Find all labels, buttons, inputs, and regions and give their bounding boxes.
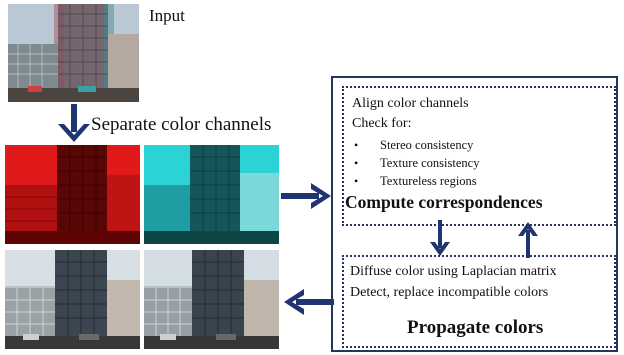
arrow-right-icon	[281, 183, 331, 209]
compute-line-2: Check for:	[352, 116, 412, 131]
propagate-line-2: Detect, replace incompatible colors	[350, 285, 549, 300]
result-image-2	[144, 250, 279, 349]
compute-box	[342, 86, 616, 226]
propagate-box	[342, 255, 616, 348]
red-channel-image	[5, 145, 140, 244]
cyan-channel-image	[144, 145, 279, 244]
bullet-dot-icon: •	[354, 174, 359, 188]
arrow-up-icon	[518, 222, 538, 258]
propagate-line-1: Diffuse color using Laplacian matrix	[350, 264, 557, 279]
bullet-dot-icon: •	[354, 138, 359, 152]
bullet-dot-icon: •	[354, 156, 359, 170]
arrow-left-icon	[284, 289, 334, 315]
process-box	[331, 76, 618, 352]
input-image	[8, 4, 139, 102]
separate-channels-label: Separate color channels	[91, 114, 272, 135]
compute-title: Compute correspondences	[345, 192, 543, 212]
bullet-item: Textureless regions	[380, 174, 477, 188]
bullet-item: Texture consistency	[380, 156, 480, 170]
input-label: Input	[149, 6, 185, 25]
bullet-item: Stereo consistency	[380, 138, 474, 152]
arrow-down-icon	[430, 220, 450, 256]
result-image-1	[5, 250, 140, 349]
propagate-title: Propagate colors	[407, 317, 544, 338]
arrow-down-icon	[58, 104, 90, 142]
compute-line-1: Align color channels	[352, 96, 469, 111]
